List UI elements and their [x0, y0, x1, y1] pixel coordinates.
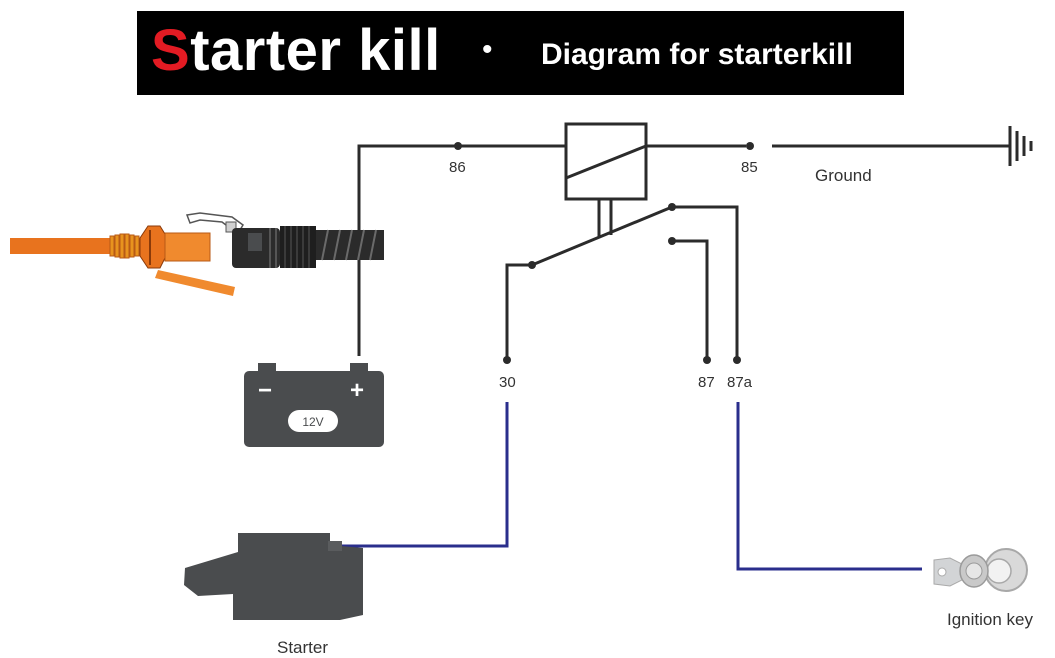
wire-87a — [672, 205, 739, 358]
ignition-key-icon — [933, 548, 1028, 592]
label-85: 85 — [741, 159, 758, 176]
output-wires — [330, 402, 922, 571]
terminal-dot-switch-pivot — [528, 261, 536, 269]
battery-icon — [244, 363, 384, 447]
label-87a: 87a — [727, 374, 753, 391]
page-title: Starter kill — [151, 15, 441, 87]
terminal-dot-86 — [454, 142, 462, 150]
wire-87a-to-ignition — [736, 402, 922, 571]
terminal-dot-85 — [746, 142, 754, 150]
terminal-dot-87-contact — [668, 237, 676, 245]
starter-motor-icon — [184, 533, 363, 620]
control-wires — [357, 144, 1010, 358]
ground-symbol-icon — [1008, 126, 1033, 166]
label-starter: Starter — [277, 638, 328, 657]
terminal-dot-87a — [733, 356, 741, 364]
terminal-dot-87 — [703, 356, 711, 364]
battery-minus-label: − — [258, 377, 272, 404]
relay-icon — [564, 122, 648, 201]
title-text: tarter kill — [190, 18, 441, 83]
label-86: 86 — [449, 159, 466, 176]
wire-battery-to-86 — [357, 144, 456, 356]
switch-arm — [531, 205, 673, 267]
wire-30-to-starter — [330, 402, 509, 548]
battery-voltage-label: 12V — [302, 415, 323, 429]
power-connector-icon — [10, 212, 384, 296]
label-30: 30 — [499, 374, 516, 391]
battery-plus-label: + — [350, 377, 364, 404]
title-separator: • — [482, 33, 493, 66]
label-ignition-key: Ignition key — [947, 610, 1033, 629]
terminal-dots — [454, 142, 754, 364]
terminal-dot-30 — [503, 356, 511, 364]
title-accent-letter: S — [151, 18, 191, 83]
label-ground: Ground — [815, 166, 872, 185]
terminal-dot-87a-contact — [668, 203, 676, 211]
wire-30 — [505, 263, 532, 358]
page-subtitle: Diagram for starterkill — [541, 38, 853, 71]
wire-87 — [672, 239, 709, 358]
label-87: 87 — [698, 374, 715, 391]
title-banner: Starter kill • Diagram for starterkill — [137, 11, 904, 95]
